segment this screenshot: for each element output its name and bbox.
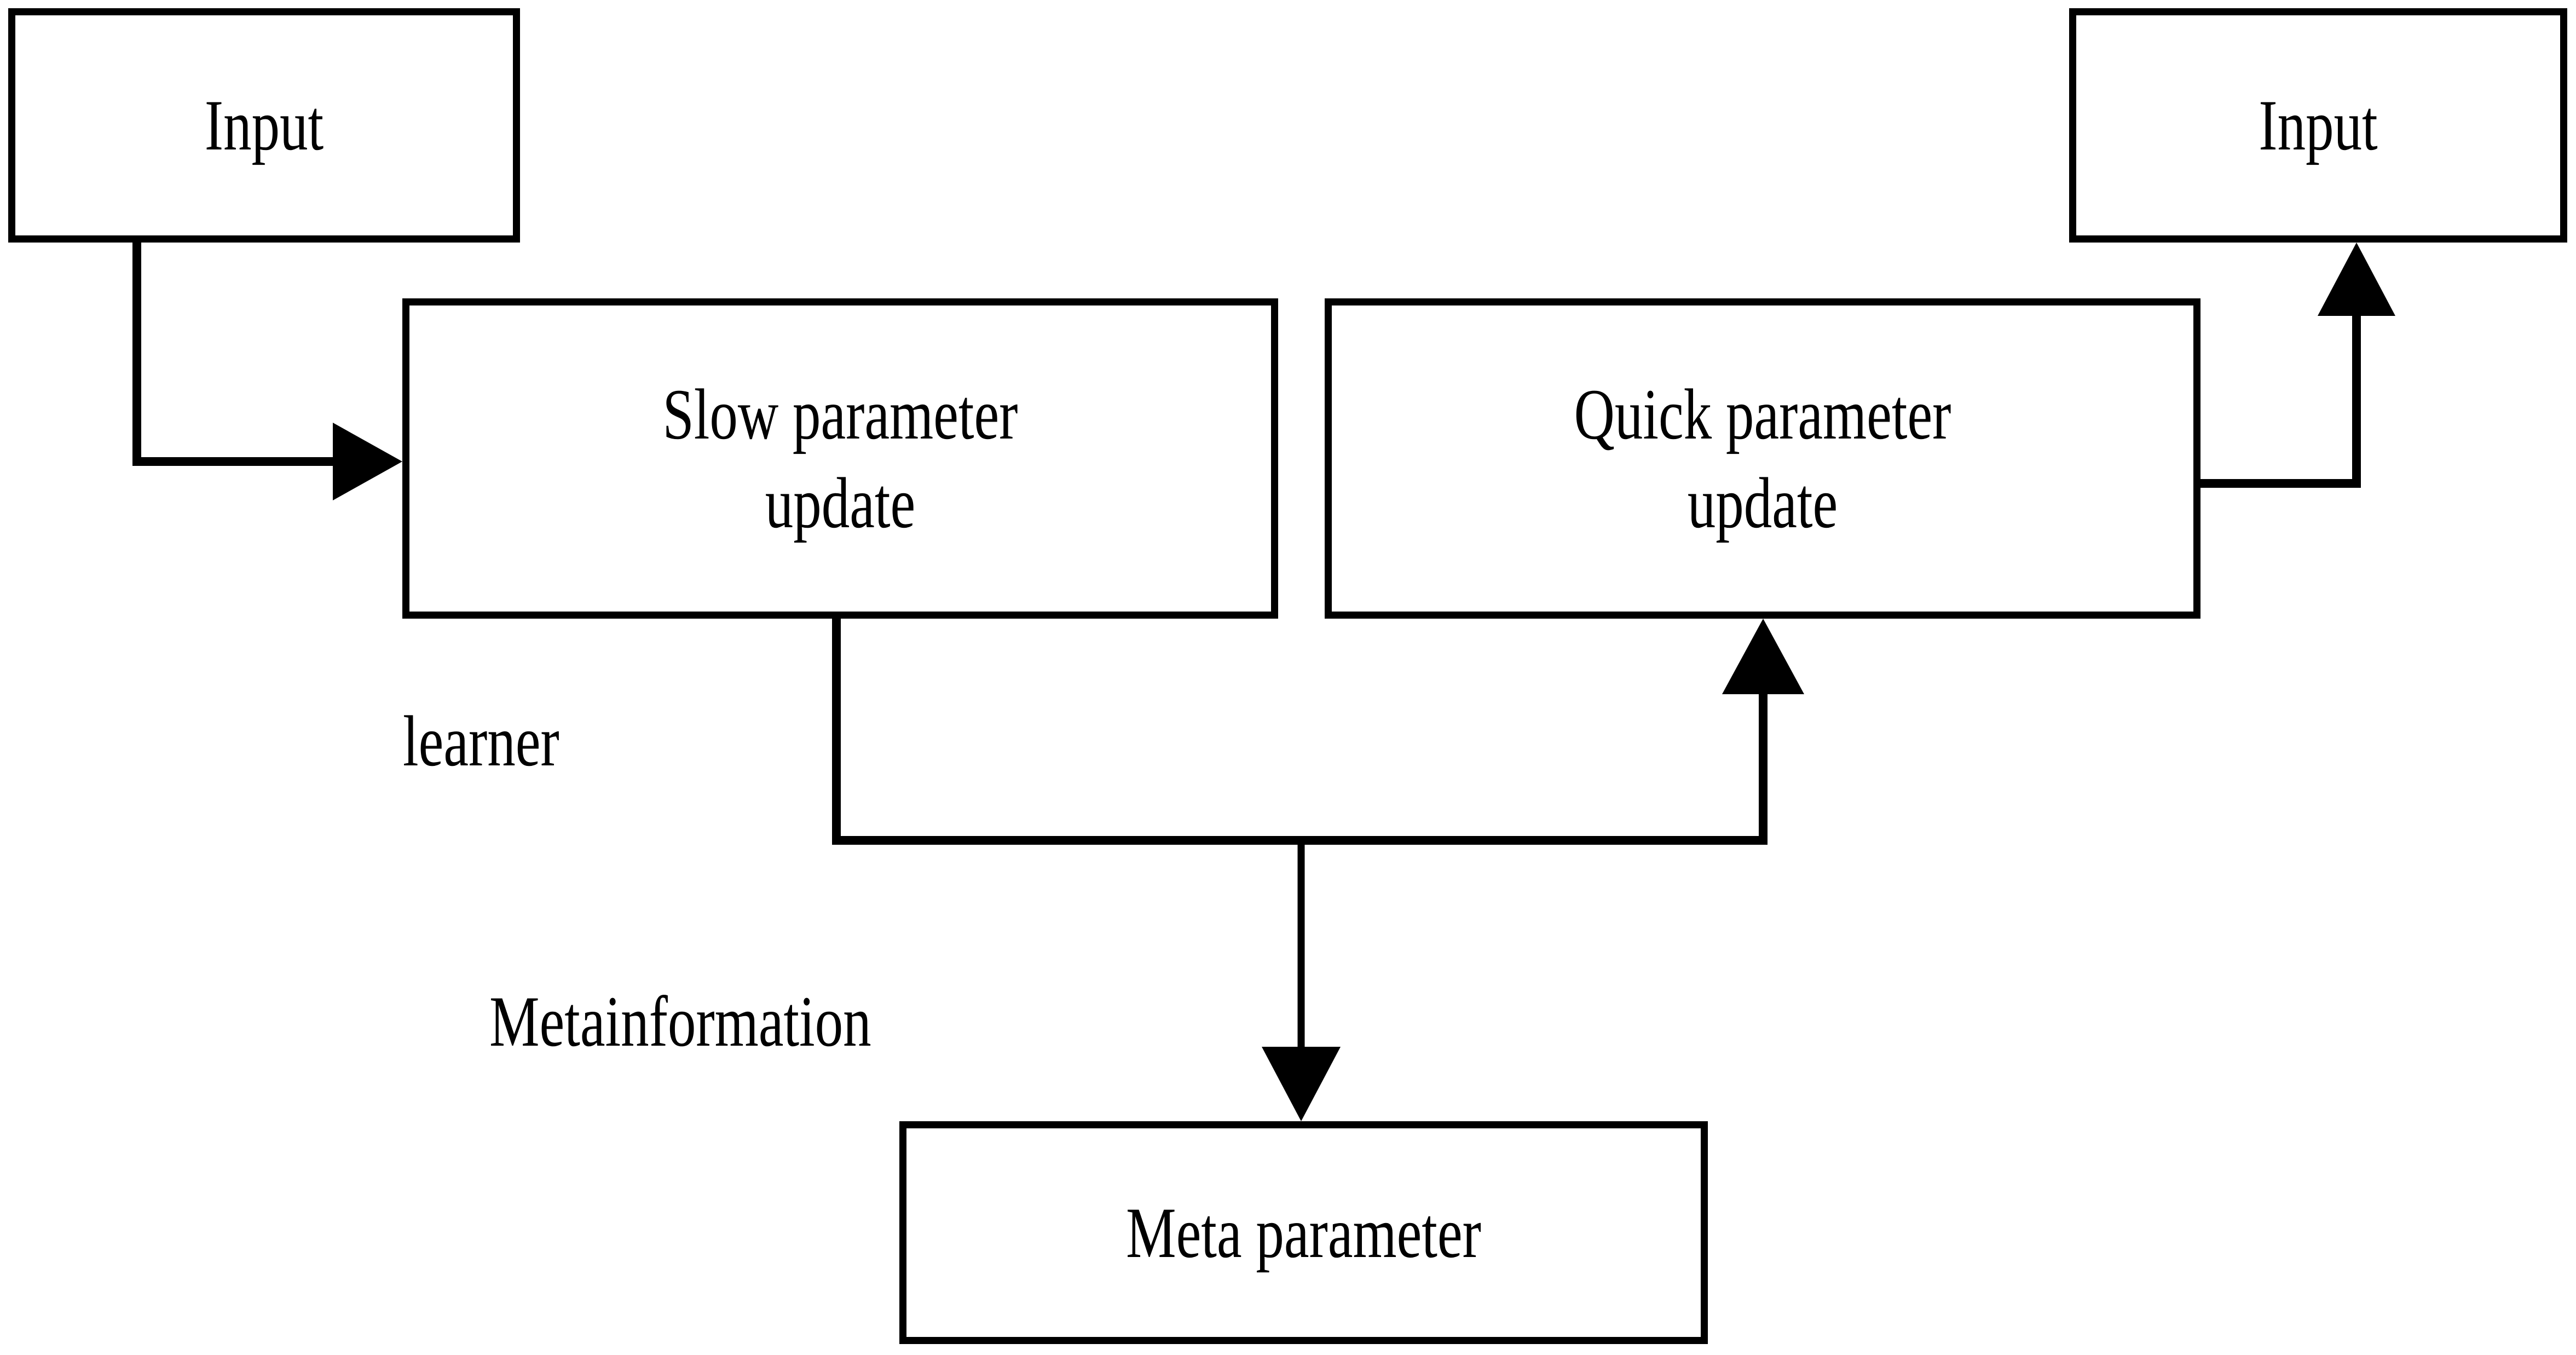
arrowhead-up-icon bbox=[2318, 243, 2395, 316]
arrowhead-down-icon bbox=[1262, 1047, 1341, 1121]
node-input-left-label: Input bbox=[204, 85, 324, 166]
node-slow-parameter-update-label: Slow parameter update bbox=[662, 374, 1018, 543]
node-meta-parameter[interactable]: Meta parameter bbox=[899, 1121, 1708, 1344]
edge-label-metainformation: Metainformation bbox=[489, 981, 871, 1062]
node-quick-parameter-update-label: Quick parameter update bbox=[1574, 374, 1951, 543]
edge-label-learner: learner bbox=[403, 701, 559, 781]
node-quick-parameter-update[interactable]: Quick parameter update bbox=[1325, 298, 2200, 619]
node-input-right-label: Input bbox=[2259, 85, 2378, 166]
arrowhead-right-icon bbox=[333, 423, 402, 500]
node-meta-parameter-label: Meta parameter bbox=[1126, 1192, 1481, 1273]
node-input-right[interactable]: Input bbox=[2069, 8, 2567, 243]
edge-slow-to-quick bbox=[832, 619, 1804, 845]
arrowhead-up-icon bbox=[1722, 619, 1804, 694]
edge-quick-to-input-right bbox=[2200, 243, 2395, 488]
edge-input-left-to-slow bbox=[132, 243, 402, 500]
edge-junction-to-meta bbox=[1262, 840, 1341, 1121]
node-slow-parameter-update[interactable]: Slow parameter update bbox=[402, 298, 1278, 619]
node-input-left[interactable]: Input bbox=[8, 8, 520, 243]
